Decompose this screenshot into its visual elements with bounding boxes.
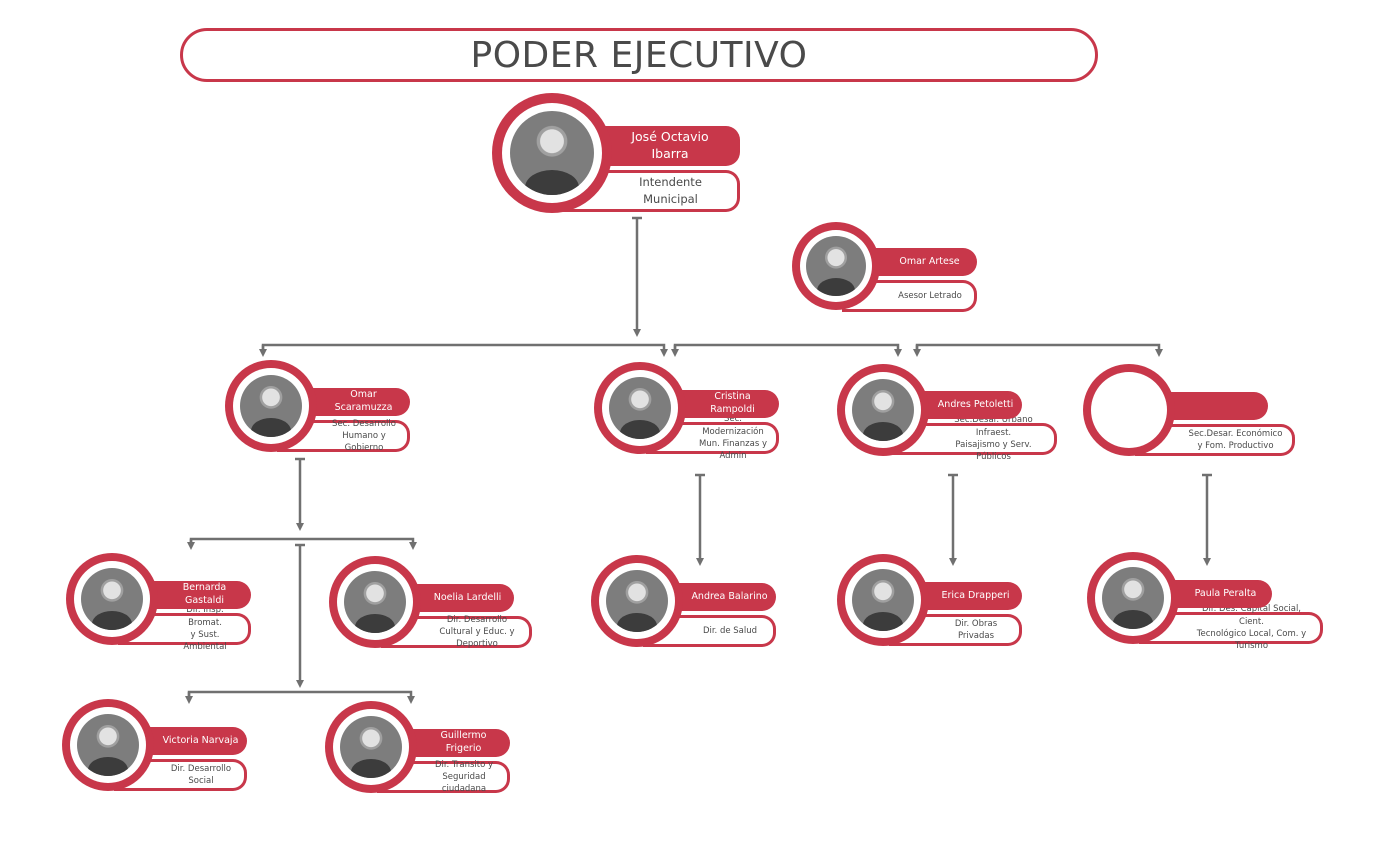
connector-bracket: [673, 343, 902, 357]
avatar-ring: [325, 701, 417, 793]
connector-bracket: [261, 343, 668, 357]
avatar-ring: [1083, 364, 1175, 456]
connector-bracket: [915, 343, 1163, 357]
avatar-ring: [1087, 552, 1179, 644]
avatar-ring: [225, 360, 317, 452]
avatar-ring: [594, 362, 686, 454]
avatar: [340, 716, 402, 778]
avatar-ring: [66, 553, 158, 645]
avatar: [344, 571, 406, 633]
page-title: PODER EJECUTIVO: [180, 28, 1098, 82]
avatar: [852, 379, 914, 441]
avatar: [606, 570, 668, 632]
avatar: [240, 375, 302, 437]
avatar-ring: [837, 364, 929, 456]
avatar-ring: [492, 93, 612, 213]
avatar: [1102, 567, 1164, 629]
connector-bracket: [187, 690, 415, 704]
avatar-ring: [792, 222, 880, 310]
avatar: [609, 377, 671, 439]
avatar: [81, 568, 143, 630]
avatar: [77, 714, 139, 776]
avatar-ring: [329, 556, 421, 648]
avatar-ring: [837, 554, 929, 646]
avatar: [852, 569, 914, 631]
avatar-empty: [1098, 379, 1160, 441]
avatar-ring: [62, 699, 154, 791]
avatar: [510, 111, 594, 195]
avatar: [806, 236, 866, 296]
avatar-ring: [591, 555, 683, 647]
